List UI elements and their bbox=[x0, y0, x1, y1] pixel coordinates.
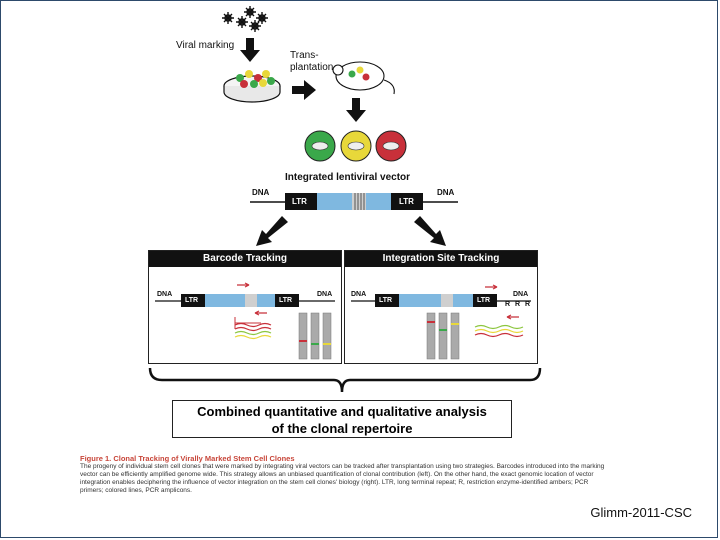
restriction-site-1: R bbox=[505, 301, 511, 308]
caption-body: The progeny of individual stem cell clon… bbox=[80, 463, 605, 494]
ltr-label-left: LTR bbox=[292, 197, 307, 206]
source-watermark: Glimm-2011-CSC bbox=[590, 505, 692, 520]
barcode-dna-left: DNA bbox=[157, 291, 173, 298]
barcode-tracking-graphic bbox=[155, 282, 335, 360]
integration-site-tracking-panel: Integration Site Tracking DNA DNA LTR LT… bbox=[344, 250, 538, 364]
arrow-right-icon bbox=[292, 80, 316, 100]
integration-dna-right: DNA bbox=[513, 291, 529, 298]
cell-dish-icon bbox=[223, 70, 281, 103]
summary-line-2: of the clonal repertoire bbox=[271, 421, 413, 436]
arrow-down-icon bbox=[240, 38, 260, 62]
panel-bracket bbox=[148, 367, 542, 393]
barcode-ltr-left: LTR bbox=[185, 297, 199, 304]
integration-site-tracking-title: Integration Site Tracking bbox=[345, 251, 537, 267]
integration-ltr-left: LTR bbox=[379, 297, 393, 304]
ltr-label-right: LTR bbox=[399, 197, 414, 206]
clone-cells bbox=[304, 130, 407, 162]
mouse-icon bbox=[332, 61, 395, 95]
arrow-to-barcode-icon bbox=[256, 216, 288, 246]
caption-title: Figure 1. Clonal Tracking of Virally Mar… bbox=[80, 454, 295, 463]
integration-site-graphic bbox=[351, 284, 531, 360]
virus-particles-icon bbox=[222, 6, 268, 32]
barcode-tracking-panel: Barcode Tracking DNA DNA LTR LTR bbox=[148, 250, 342, 364]
figure-caption: Figure 1. Clonal Tracking of Virally Mar… bbox=[80, 455, 610, 495]
arrow-to-integration-icon bbox=[414, 216, 446, 246]
arrow-down-icon-2 bbox=[346, 98, 366, 122]
restriction-site-3: R bbox=[525, 301, 531, 308]
integration-dna-left: DNA bbox=[351, 291, 367, 298]
summary-box: Combined quantitative and qualitative an… bbox=[172, 400, 512, 438]
integration-ltr-right: LTR bbox=[477, 297, 491, 304]
summary-line-1: Combined quantitative and qualitative an… bbox=[197, 404, 487, 419]
dna-label-right: DNA bbox=[437, 188, 455, 197]
viral-marking-label: Viral marking bbox=[176, 40, 235, 51]
transplantation-label: Trans- plantation bbox=[290, 50, 334, 73]
vector-title: Integrated lentiviral vector bbox=[285, 172, 411, 183]
barcode-tracking-title: Barcode Tracking bbox=[149, 251, 341, 267]
integrated-vector bbox=[250, 193, 458, 210]
barcode-dna-right: DNA bbox=[317, 291, 333, 298]
dna-label-left: DNA bbox=[252, 188, 270, 197]
barcode-ltr-right: LTR bbox=[279, 297, 293, 304]
restriction-site-2: R bbox=[515, 301, 521, 308]
